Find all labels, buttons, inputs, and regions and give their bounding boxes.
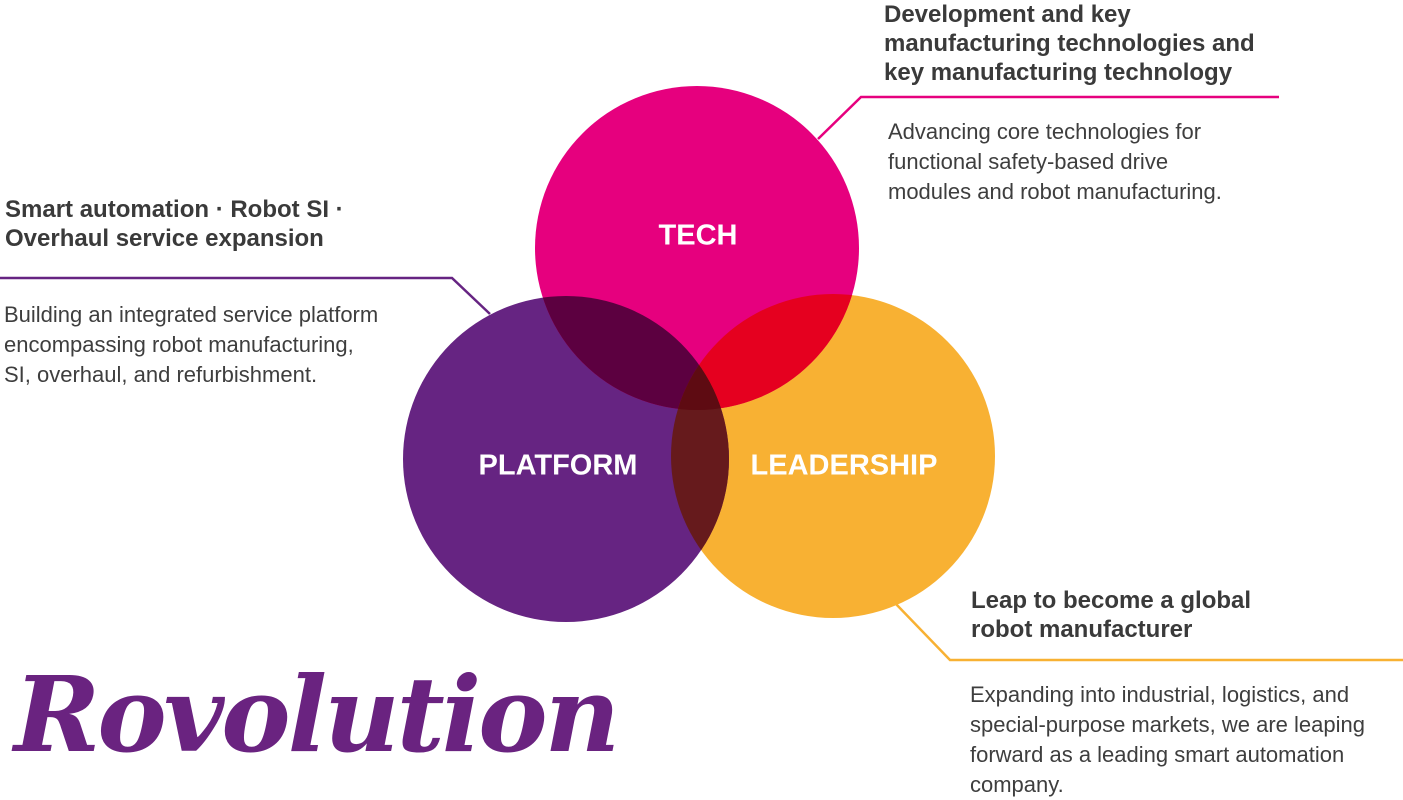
tech-heading: Development and key manufacturing techno… xyxy=(884,0,1255,87)
platform-description-line: encompassing robot manufacturing, xyxy=(4,332,354,357)
leadership-label: LEADERSHIP xyxy=(750,449,938,482)
tech-connector-line xyxy=(817,95,1279,140)
leadership-description-line: special-purpose markets, we are leaping xyxy=(970,712,1365,737)
leadership-description-line: company. xyxy=(970,772,1064,797)
platform-label: PLATFORM xyxy=(478,449,638,482)
tech-platform-overlap xyxy=(535,296,729,410)
tech-label: TECH xyxy=(658,219,738,252)
leadership-description-line: Expanding into industrial, logistics, an… xyxy=(970,682,1350,707)
tech-leadership-overlap xyxy=(671,294,859,410)
tech-heading-line: key manufacturing technology xyxy=(884,59,1233,86)
platform-connector-line xyxy=(0,276,491,315)
tech-description-line: functional safety-based drive xyxy=(888,149,1169,174)
tech-heading-line: Development and key xyxy=(884,1,1131,28)
tech-description-line: modules and robot manufacturing. xyxy=(888,179,1222,204)
leadership-heading: Leap to become a global robot manufactur… xyxy=(971,586,1251,644)
leadership-description-line: forward as a leading smart automation xyxy=(970,742,1345,767)
platform-heading-line: Smart automation · Robot SI · xyxy=(5,196,344,223)
platform-description-line: SI, overhaul, and refurbishment. xyxy=(4,362,318,387)
tech-description-line: Advancing core technologies for xyxy=(888,119,1202,144)
leadership-heading-line: Leap to become a global xyxy=(971,587,1252,614)
tech-heading-line: manufacturing technologies and xyxy=(884,30,1255,57)
leadership-description: Expanding into industrial, logistics, an… xyxy=(970,680,1365,800)
rovolution-logo: Rovolution xyxy=(14,653,620,776)
leadership-heading-line: robot manufacturer xyxy=(971,616,1193,643)
platform-heading-line: Overhaul service expansion xyxy=(5,225,324,252)
platform-description: Building an integrated service platform … xyxy=(4,300,378,390)
platform-description-line: Building an integrated service platform xyxy=(4,302,379,327)
tech-description: Advancing core technologies for function… xyxy=(888,117,1222,207)
platform-heading: Smart automation · Robot SI · Overhaul s… xyxy=(5,195,344,253)
leadership-connector-line xyxy=(894,602,1403,662)
